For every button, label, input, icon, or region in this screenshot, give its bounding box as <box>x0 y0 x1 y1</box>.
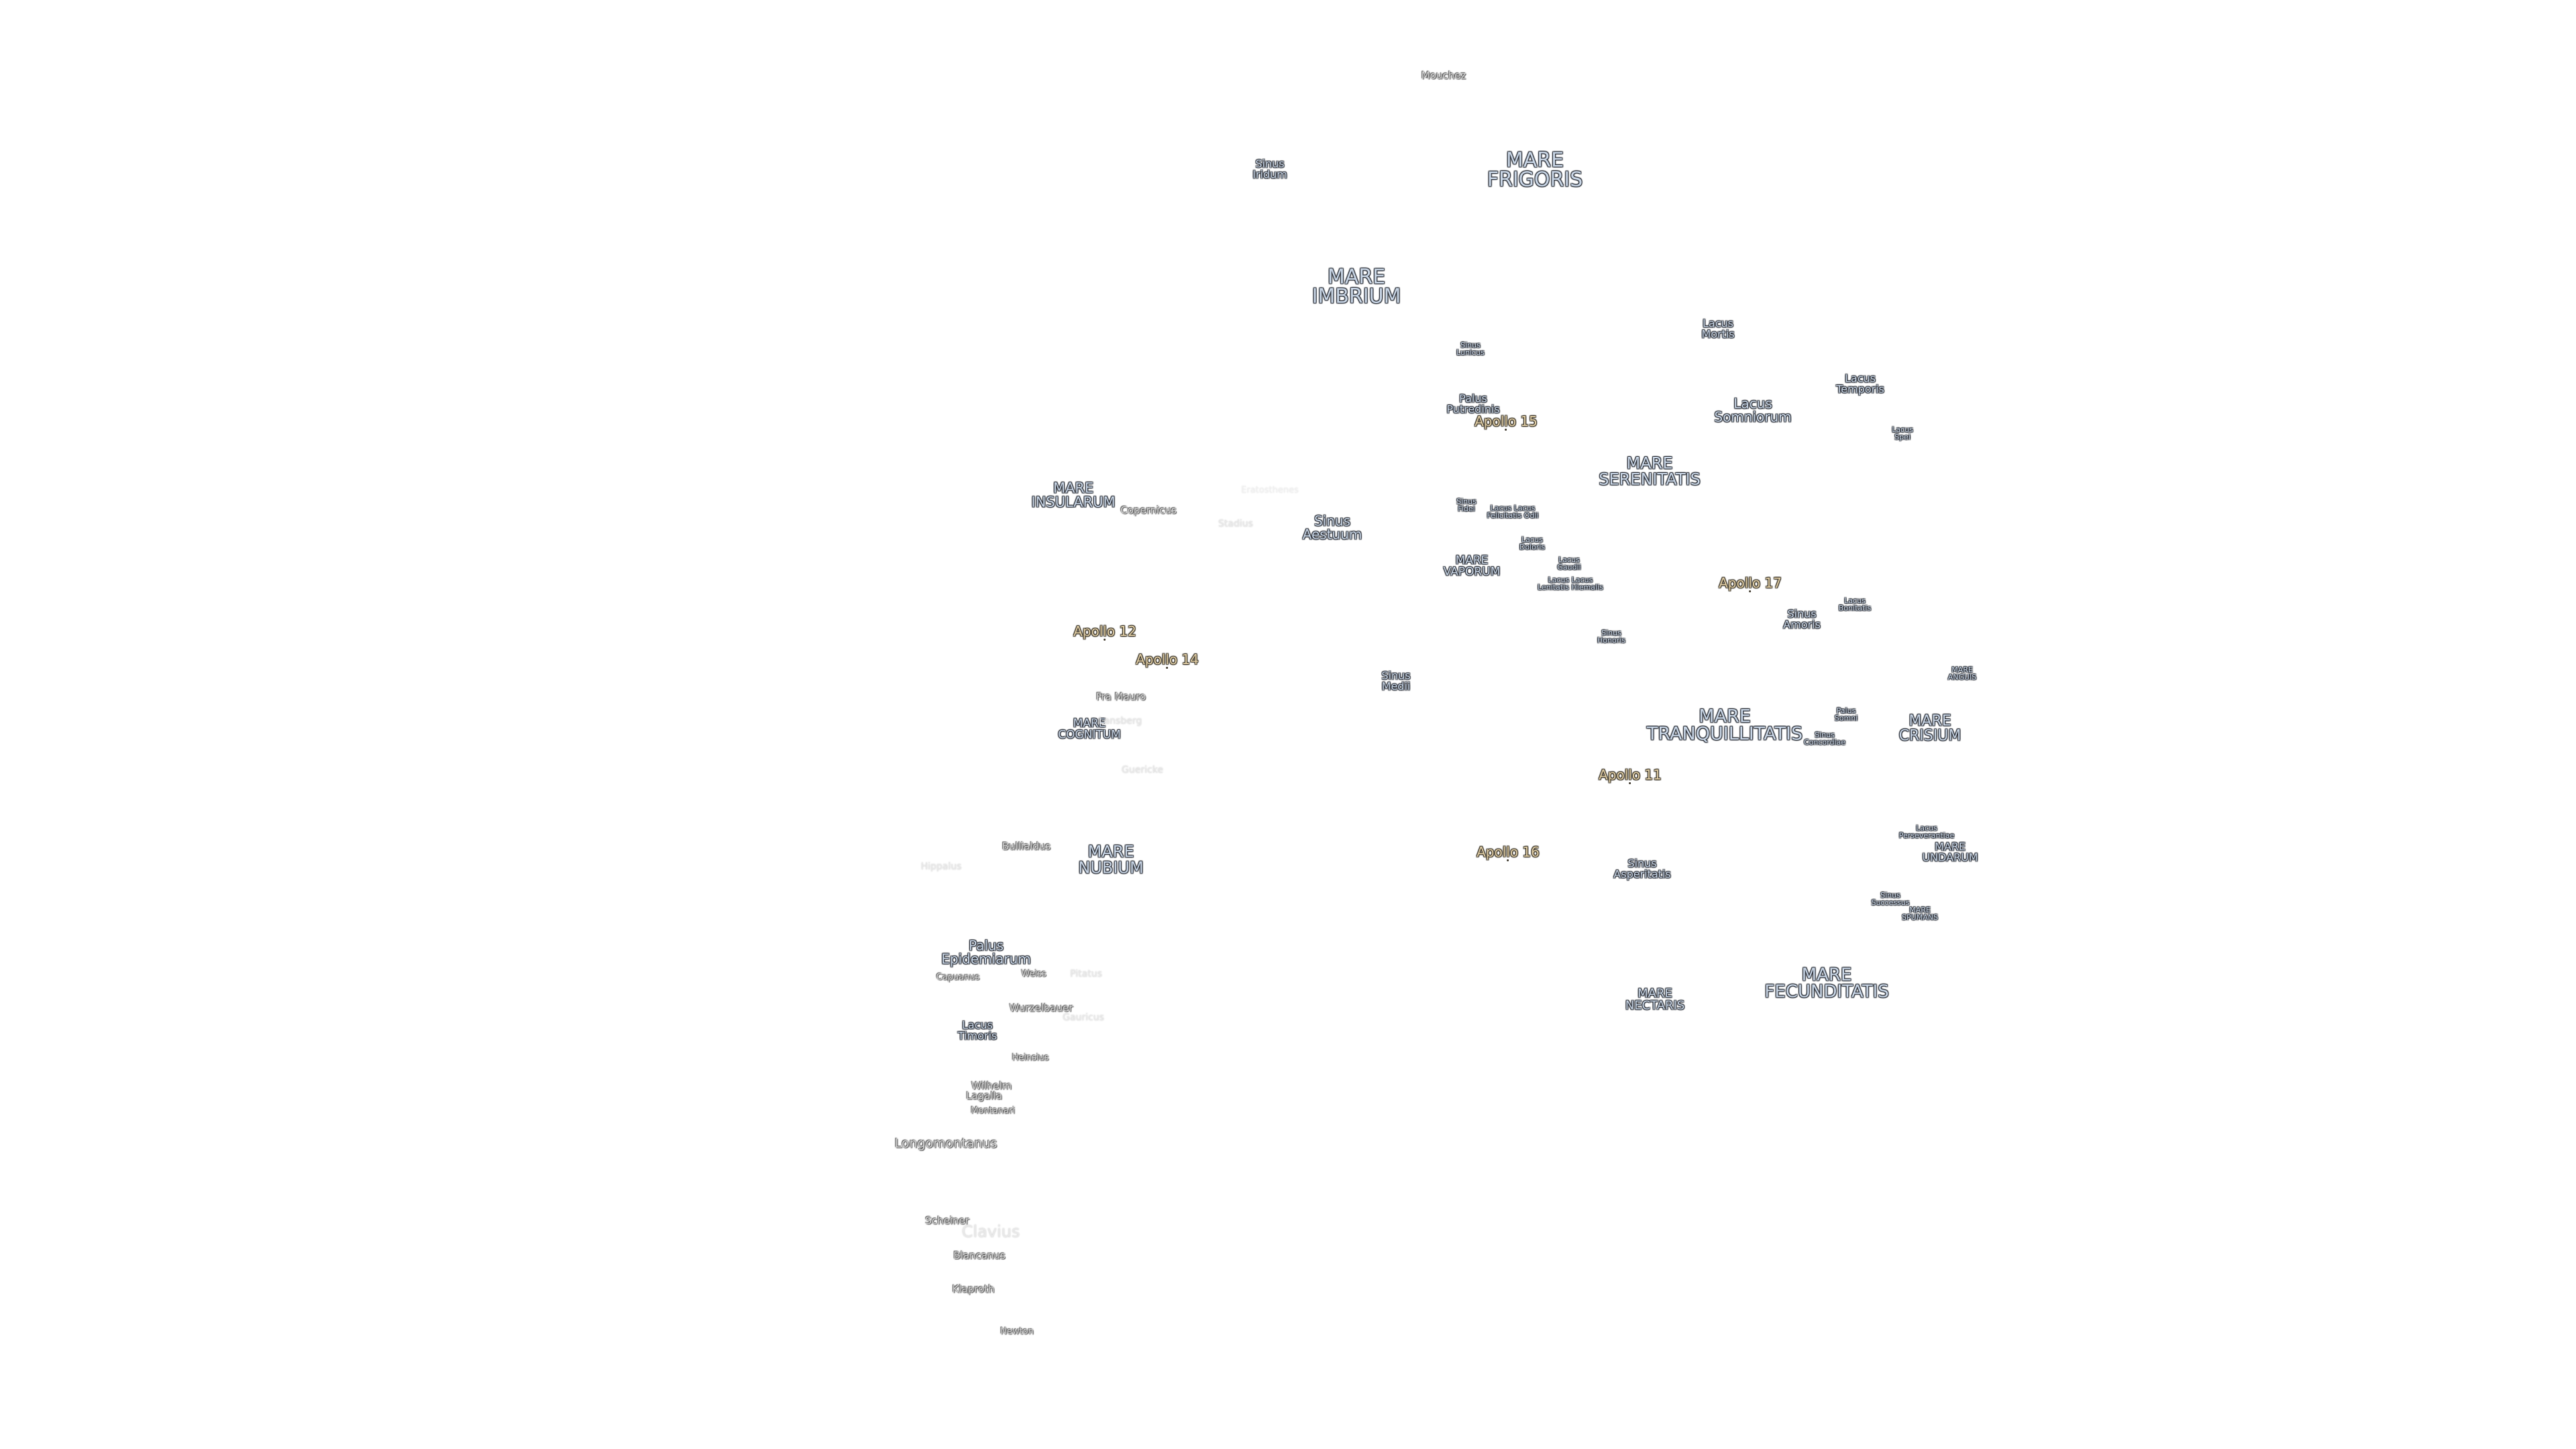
crater-label-stadius[interactable]: Stadius <box>1218 519 1253 530</box>
crater-label-bullialdus[interactable]: Bullialdus <box>1002 840 1051 853</box>
crater-label-capuanus[interactable]: Capuanus <box>936 972 980 983</box>
apollo-11-label: Apollo 11 <box>1599 767 1662 783</box>
crater-label-newton[interactable]: Newton <box>1000 1326 1034 1337</box>
crater-label-wurzelbauer[interactable]: Wurzelbauer <box>1009 1002 1073 1014</box>
crater-label-clavius[interactable]: Clavius <box>961 1222 1020 1242</box>
apollo-17-label: Apollo 17 <box>1719 575 1782 591</box>
apollo-15-site[interactable]: Apollo 15 <box>1474 415 1538 431</box>
landing-site-dot <box>1507 859 1509 861</box>
crater-label-scheiner[interactable]: Scheiner <box>925 1214 969 1227</box>
crater-label-lagalla[interactable]: Lagalla <box>966 1089 1002 1102</box>
crater-label-eratosthenes[interactable]: Eratosthenes <box>1241 485 1299 496</box>
crater-label-fra-mauro[interactable]: Fra Mauro <box>1095 690 1146 703</box>
apollo-11-site[interactable]: Apollo 11 <box>1599 768 1662 784</box>
landing-site-dot <box>1749 590 1752 592</box>
apollo-14-site[interactable]: Apollo 14 <box>1136 653 1199 669</box>
crater-label-guericke[interactable]: Guericke <box>1122 765 1163 776</box>
crater-label-mouchez[interactable]: Mouchez <box>1421 69 1466 82</box>
apollo-12-site[interactable]: Apollo 12 <box>1073 625 1136 641</box>
landing-site-dot <box>1505 429 1507 431</box>
landing-site-dot <box>1166 667 1169 669</box>
landing-site-dot <box>1629 782 1631 784</box>
apollo-17-site[interactable]: Apollo 17 <box>1719 576 1782 592</box>
apollo-14-label: Apollo 14 <box>1136 651 1199 667</box>
apollo-12-label: Apollo 12 <box>1073 623 1136 639</box>
apollo-16-site[interactable]: Apollo 16 <box>1477 845 1540 861</box>
landing-site-dot <box>1104 639 1106 641</box>
crater-label-blancanus[interactable]: Blancanus <box>953 1249 1006 1262</box>
apollo-16-label: Apollo 16 <box>1477 844 1540 860</box>
crater-label-gauricus[interactable]: Gauricus <box>1063 1012 1104 1024</box>
crater-label-montanari[interactable]: Montanari <box>971 1106 1015 1116</box>
crater-label-wilhelm[interactable]: Wilhelm <box>971 1079 1012 1092</box>
crater-label-copernicus[interactable]: Copernicus <box>1120 504 1177 517</box>
crater-label-hippalus[interactable]: Hippalus <box>920 861 962 873</box>
crater-label-weiss[interactable]: Weiss <box>1021 969 1046 979</box>
crater-label-lansberg[interactable]: Lansberg <box>1098 716 1142 727</box>
crater-label-pitatus[interactable]: Pitatus <box>1070 969 1102 980</box>
crater-label-longomontanus[interactable]: Longomontanus <box>894 1136 998 1151</box>
crater-label-heinsius[interactable]: Heinsius <box>1012 1053 1049 1063</box>
crater-label-klaproth[interactable]: Klaproth <box>952 1283 995 1295</box>
apollo-15-label: Apollo 15 <box>1474 413 1538 429</box>
